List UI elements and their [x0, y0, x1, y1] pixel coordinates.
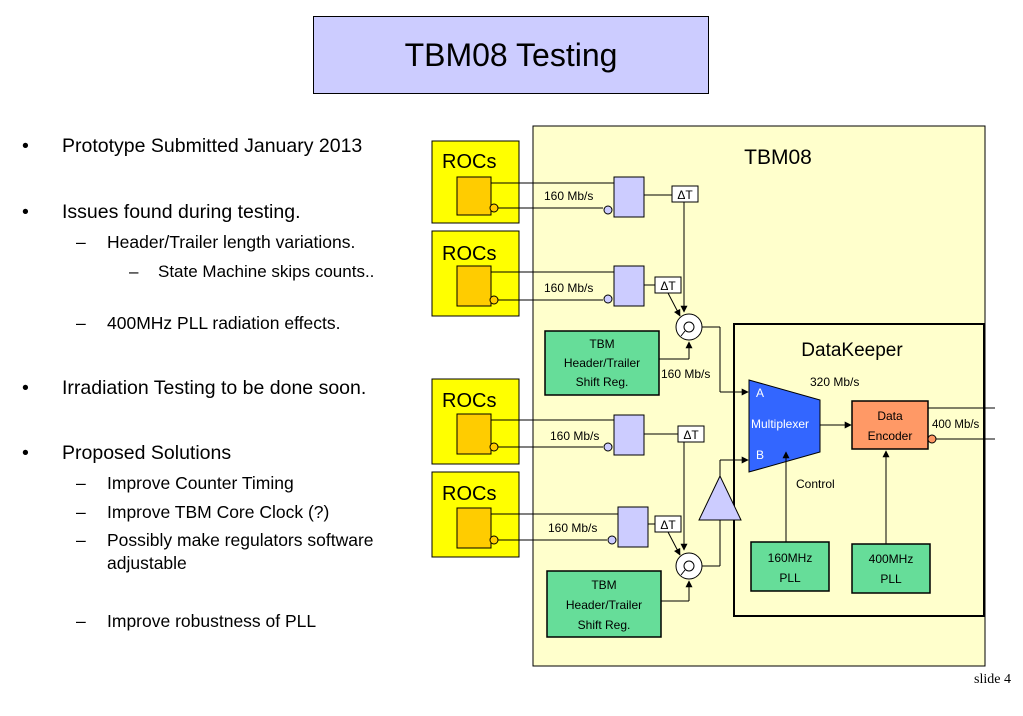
rate-400-label: 400 Mb/s — [932, 419, 980, 431]
dash-marker: – — [129, 262, 139, 281]
roc-chip — [456, 413, 492, 455]
bullet-list: • Prototype Submitted January 2013 • Iss… — [0, 0, 430, 716]
data-encoder: Data Encoder — [851, 400, 929, 450]
sub-bullet-header-trailer: Header/Trailer length variations. — [107, 232, 356, 252]
rocs-group-3: ROCs — [431, 378, 520, 465]
control-label: Control — [796, 477, 835, 491]
roc-chip — [456, 176, 492, 216]
bullet-proposed-solutions: Proposed Solutions — [62, 442, 232, 464]
shift-reg-label: Shift Reg. — [578, 618, 631, 632]
tbm08-label: TBM08 — [744, 146, 812, 169]
channel-2: 160 Mb/s ΔT — [491, 265, 682, 317]
pll-label: PLL — [880, 572, 902, 586]
encoder-label: Encoder — [868, 429, 913, 443]
mux-label: Multiplexer — [751, 417, 809, 431]
mux-input-b-label: B — [756, 448, 764, 462]
delta-t-box — [677, 425, 705, 443]
receiver-buffer — [613, 176, 645, 218]
shift-reg-label: TBM — [591, 578, 616, 592]
rate-160-label: 160 Mb/s — [544, 281, 593, 295]
dash-marker: – — [76, 473, 86, 493]
rocs-label: ROCs — [442, 151, 496, 173]
dash-marker: – — [76, 313, 86, 333]
channel-3: 160 Mb/s ΔT — [491, 414, 705, 551]
bullet-prototype-submitted: Prototype Submitted January 2013 — [62, 135, 363, 157]
pll-label: 400MHz — [869, 552, 914, 566]
delay-buffer-triangle — [698, 456, 749, 521]
rocs-group-4: ROCs — [431, 471, 520, 558]
sub-bullet-counter-timing: Improve Counter Timing — [107, 473, 294, 493]
multiplexer: A Multiplexer B — [748, 379, 821, 473]
rate-160-label: 160 Mb/s — [544, 189, 593, 203]
receiver-buffer — [617, 506, 649, 548]
delta-t-box — [671, 185, 699, 203]
channel-4: 160 Mb/s ΔT — [491, 506, 682, 556]
delta-t-label: ΔT — [683, 428, 699, 442]
rocs-label: ROCs — [442, 243, 496, 265]
sub-bullet-regulators-cont: adjustable — [107, 553, 187, 573]
sub-bullet-pll-radiation: 400MHz PLL radiation effects. — [107, 313, 341, 333]
slide-number: slide 4 — [974, 672, 1011, 687]
shift-reg-label: Header/Trailer — [566, 598, 642, 612]
delta-t-label: ΔT — [660, 518, 676, 532]
shift-register-top: TBM Header/Trailer Shift Reg. — [544, 330, 693, 396]
pll-label: PLL — [779, 571, 801, 585]
roc-chip — [456, 265, 492, 307]
receiver-buffer — [613, 265, 645, 307]
shift-reg-label: TBM — [589, 337, 614, 351]
delta-t-label: ΔT — [677, 188, 693, 202]
dash-marker: – — [76, 530, 86, 550]
sub-bullet-core-clock: Improve TBM Core Clock (?) — [107, 502, 330, 522]
sub-bullet-regulators: Possibly make regulators software — [107, 530, 374, 550]
rate-160-label: 160 Mb/s — [550, 429, 599, 443]
rocs-label: ROCs — [442, 390, 496, 412]
bullet-marker: • — [22, 377, 29, 399]
encoder-label: Data — [877, 409, 903, 423]
rate-320-label: 320 Mb/s — [810, 375, 859, 389]
delta-t-label: ΔT — [660, 279, 676, 293]
roc-chip — [456, 507, 492, 549]
bullet-marker: • — [22, 135, 29, 157]
pll-label: 160MHz — [768, 551, 813, 565]
merge-node-top: 160 Mb/s — [661, 313, 749, 396]
rate-160-label: 160 Mb/s — [548, 521, 597, 535]
dash-marker: – — [76, 232, 86, 252]
sub-bullet-pll-robustness: Improve robustness of PLL — [107, 611, 317, 631]
shift-register-bottom: TBM Header/Trailer Shift Reg. — [546, 570, 693, 638]
mux-input-a-label: A — [756, 386, 764, 400]
datakeeper-label: DataKeeper — [801, 340, 903, 361]
rocs-group-1: ROCs — [431, 140, 520, 224]
channel-1: 160 Mb/s ΔT — [491, 176, 699, 313]
rocs-label: ROCs — [442, 483, 496, 505]
bullet-marker: • — [22, 442, 29, 464]
sub-sub-bullet-state-machine: State Machine skips counts.. — [158, 262, 375, 281]
dash-marker: – — [76, 611, 86, 631]
bullet-marker: • — [22, 201, 29, 223]
slide-title: TBM08 Testing — [313, 16, 709, 94]
bullet-irradiation-testing: Irradiation Testing to be done soon. — [62, 377, 367, 399]
rate-160-label: 160 Mb/s — [661, 367, 710, 381]
pll-400mhz: 400MHz PLL — [851, 450, 931, 594]
bullet-issues-found: Issues found during testing. — [62, 201, 301, 223]
rocs-group-2: ROCs — [431, 230, 520, 317]
shift-reg-label: Header/Trailer — [564, 356, 640, 370]
receiver-buffer — [613, 414, 645, 456]
shift-reg-label: Shift Reg. — [576, 375, 629, 389]
dash-marker: – — [76, 502, 86, 522]
merge-node-bottom — [675, 520, 721, 580]
pll-160mhz: 160MHz PLL — [750, 451, 830, 592]
